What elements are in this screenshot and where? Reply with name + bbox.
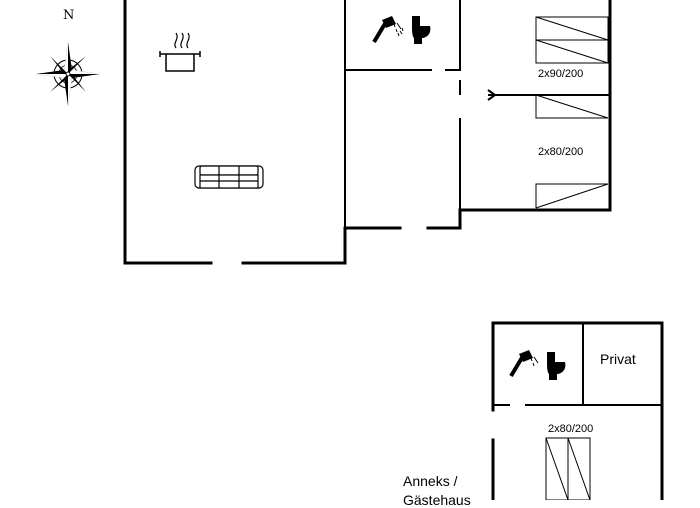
annex-title-line2: Gästehaus: [403, 492, 471, 508]
bed-middle: [535, 94, 609, 119]
bed-upper: [535, 16, 609, 64]
cooking-pot-icon: [159, 32, 201, 72]
annex-title: Anneks /: [403, 473, 458, 489]
annex-interior-walls: [493, 323, 662, 406]
interior-walls: [344, 0, 610, 263]
shower-icon: [509, 350, 539, 378]
toilet-icon: [547, 352, 566, 380]
annex-walls: [491, 321, 664, 500]
compass-rose-icon: [36, 42, 100, 106]
main-house-walls: [123, 0, 612, 265]
shower-icon: [372, 16, 404, 44]
toilet-icon: [412, 16, 431, 44]
north-label: N: [63, 8, 75, 23]
sofa-icon: [194, 165, 264, 189]
bed-label-upper: 2x90/200: [538, 68, 584, 80]
bed-label-annex: 2x80/200: [548, 423, 594, 435]
room-label-private: Privat: [600, 351, 636, 367]
bed-annex: [545, 437, 591, 500]
bed-lower: [535, 183, 609, 209]
bed-label-middle: 2x80/200: [538, 146, 584, 158]
